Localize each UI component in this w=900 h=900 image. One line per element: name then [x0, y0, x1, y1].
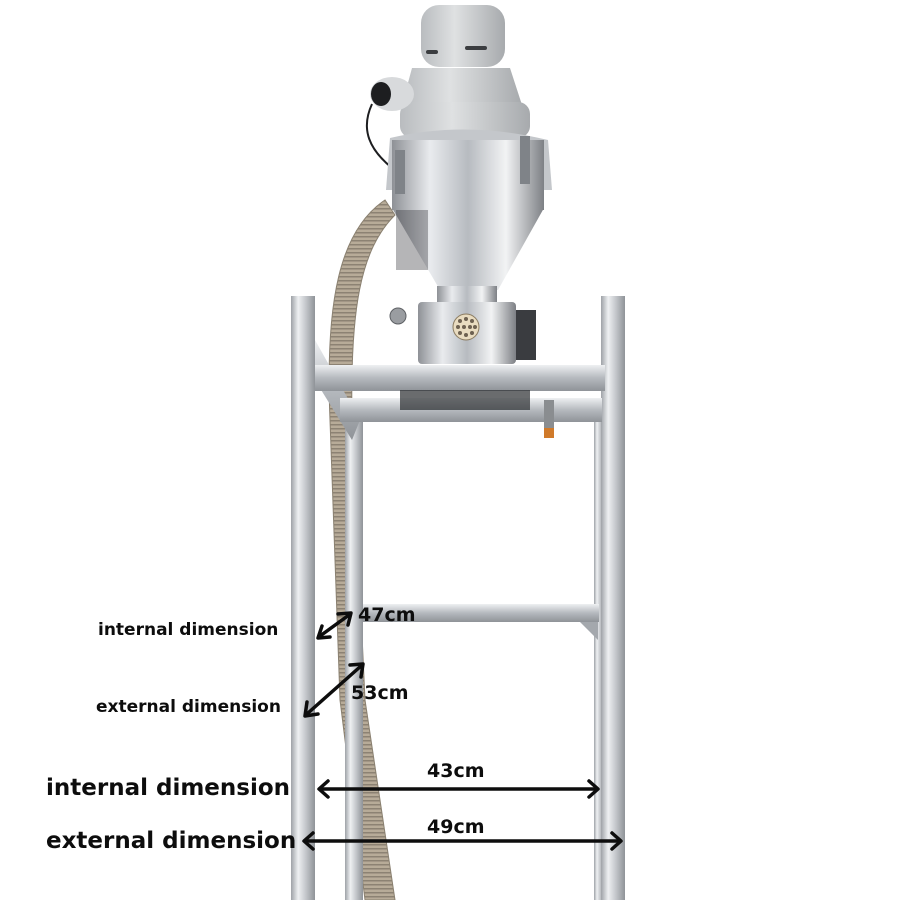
width-internal-value: 43cm [427, 760, 485, 782]
depth-external-value: 53cm [351, 682, 409, 704]
width-external-value: 49cm [427, 816, 485, 838]
depth-internal-value: 47cm [358, 604, 416, 626]
depth-external-label: external dimension [96, 697, 281, 717]
frame-stand [291, 296, 625, 900]
dimension-arrows [302, 611, 623, 851]
width-external-label: external dimension [46, 828, 297, 854]
width-internal-label: internal dimension [46, 775, 291, 801]
hopper-loader [365, 5, 554, 438]
depth-internal-label: internal dimension [98, 620, 279, 640]
